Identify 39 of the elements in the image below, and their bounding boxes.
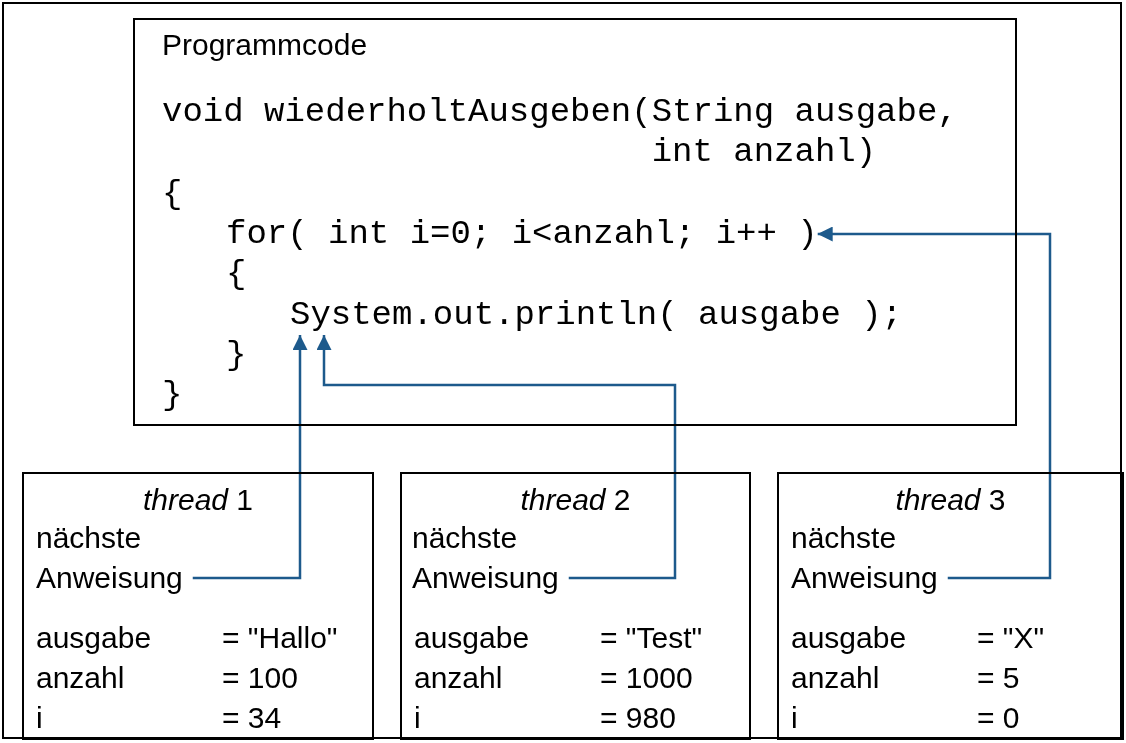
thread-heading: thread 1 bbox=[141, 482, 255, 518]
variable-name: i bbox=[791, 700, 798, 736]
variable-value: = "Hallo" bbox=[222, 620, 338, 656]
variable-value: = 0 bbox=[977, 700, 1020, 736]
code-line: void wiederholtAusgeben(String ausgabe, int anzahl) bbox=[162, 92, 992, 172]
variable-value: = "Test" bbox=[600, 620, 703, 656]
code-line: System.out.println( ausgabe ); bbox=[290, 295, 903, 335]
variable-value: = 100 bbox=[222, 660, 298, 696]
variable-value: = "X" bbox=[977, 620, 1045, 656]
arrow bbox=[316, 335, 677, 580]
thread-box bbox=[400, 472, 751, 740]
box-title: Programmcode bbox=[162, 27, 368, 63]
variable-value: = 34 bbox=[222, 700, 282, 736]
code-line: for( int i=0; i<anzahl; i++ ) bbox=[226, 214, 818, 254]
variable-value: = 5 bbox=[977, 660, 1020, 696]
variable-name: i bbox=[414, 700, 421, 736]
next-statement-label: nächste Anweisung bbox=[36, 518, 193, 598]
code-box bbox=[133, 18, 1017, 426]
variable-name: ausgabe bbox=[791, 620, 907, 656]
variable-name: i bbox=[36, 700, 43, 736]
code-line: { bbox=[226, 254, 247, 294]
thread-heading: thread 3 bbox=[894, 482, 1007, 518]
variable-name: ausgabe bbox=[36, 620, 152, 656]
variable-name: ausgabe bbox=[414, 620, 530, 656]
arrow bbox=[817, 226, 1052, 580]
next-statement-label: nächste Anweisung bbox=[791, 518, 948, 598]
code-line: } bbox=[226, 335, 247, 375]
thread-box bbox=[777, 472, 1124, 740]
arrow bbox=[192, 335, 308, 580]
variable-name: anzahl bbox=[791, 660, 880, 696]
thread-heading: thread 2 bbox=[519, 482, 632, 518]
next-statement-label: nächste Anweisung bbox=[412, 518, 569, 598]
thread-box bbox=[22, 472, 374, 740]
variable-value: = 1000 bbox=[600, 660, 693, 696]
code-line: } bbox=[162, 375, 183, 415]
variable-name: anzahl bbox=[414, 660, 503, 696]
variable-name: anzahl bbox=[36, 660, 125, 696]
variable-value: = 980 bbox=[600, 700, 676, 736]
code-line: { bbox=[162, 174, 183, 214]
